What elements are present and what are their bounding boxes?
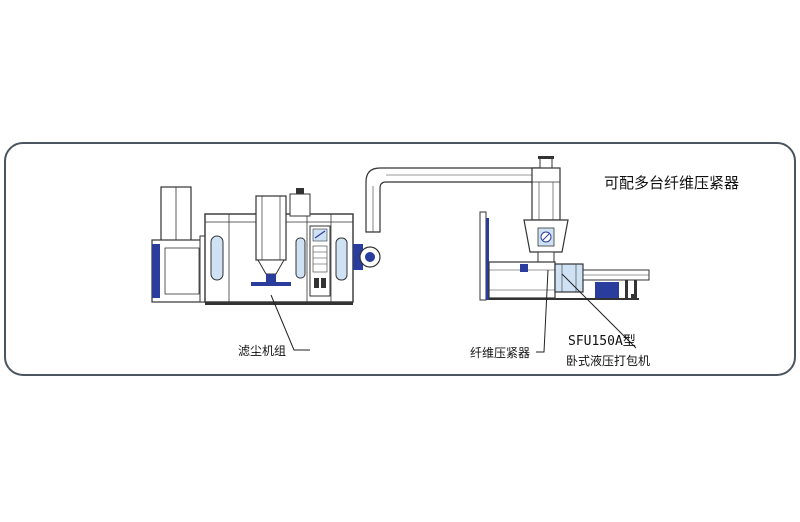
diagram-frame — [4, 142, 796, 376]
leader-baler — [561, 273, 637, 349]
baler-cylinder — [554, 263, 584, 293]
label-multi-compactor: 可配多台纤维压紧器 — [604, 174, 739, 192]
leader-lines — [270, 269, 637, 353]
compactor-column — [531, 167, 561, 221]
baler-left-post — [479, 211, 487, 301]
cabinet-window-center-left — [295, 237, 306, 279]
baler-oil-tank — [595, 282, 619, 298]
leader-dust-filter — [270, 294, 310, 351]
filter-drum — [255, 195, 287, 261]
fiber-compactor — [523, 156, 569, 265]
top-vent — [289, 193, 311, 217]
compactor-top-motor — [539, 157, 553, 169]
cabinet-window-right — [335, 237, 348, 281]
label-fiber-compactor: 纤维压紧器 — [470, 346, 530, 360]
fan-blue-side — [152, 244, 160, 298]
cabinet-window-left — [210, 235, 224, 281]
side-motor — [353, 244, 363, 270]
label-baler-model: SFU150A型 — [568, 334, 636, 349]
leader-fiber-compactor — [536, 269, 549, 353]
dust-filter-unit — [151, 186, 381, 305]
label-baler-name: 卧式液压打包机 — [566, 353, 650, 368]
hydraulic-baler — [479, 211, 650, 301]
label-dust-filter-unit: 滤尘机组 — [238, 344, 286, 358]
